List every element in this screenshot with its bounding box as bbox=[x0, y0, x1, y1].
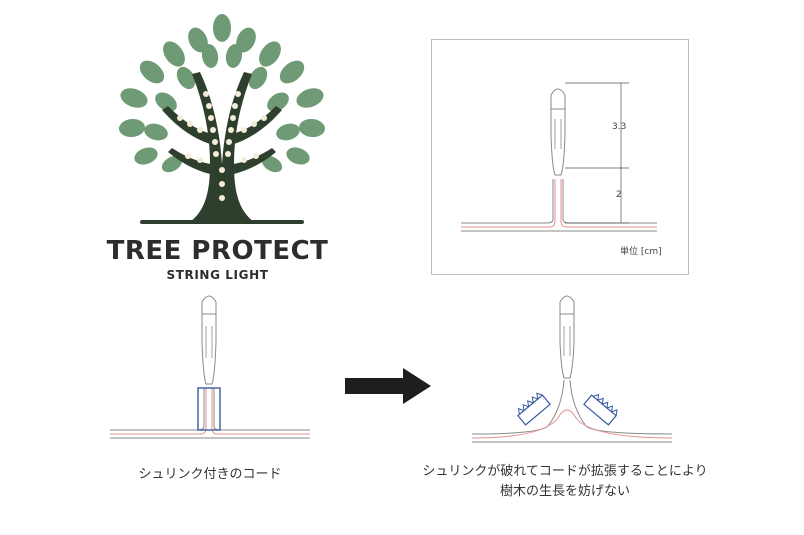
tree-protect-logo bbox=[119, 14, 325, 224]
dimension-bottom-label: 2 bbox=[616, 190, 622, 200]
dimension-lines bbox=[565, 82, 629, 224]
bulb-head bbox=[201, 295, 217, 315]
dimension-top-label: 3.3 bbox=[612, 122, 627, 132]
brand-title: TREE PROTECT bbox=[106, 236, 329, 266]
tree-trunk bbox=[140, 72, 304, 224]
tree-leaves bbox=[119, 14, 325, 173]
bulb-body bbox=[550, 108, 566, 176]
caption-line-2: 樹木の生長を妨げない bbox=[499, 484, 630, 499]
caption-broken-shrink: シュリンクが破れてコードが拡張することにより 樹木の生長を妨げない bbox=[395, 462, 735, 502]
torn-shrink-left bbox=[517, 392, 551, 426]
torn-shrink-right bbox=[583, 393, 618, 426]
arrow-right-icon bbox=[345, 368, 431, 404]
dimension-diagram-box bbox=[431, 39, 689, 275]
shrink-tube bbox=[197, 387, 221, 431]
bulb-body bbox=[559, 313, 575, 379]
bulb-head bbox=[559, 295, 575, 315]
dimension-diagram bbox=[461, 82, 657, 232]
brand-subtitle: STRING LIGHT bbox=[166, 268, 269, 282]
tree-bulbs bbox=[177, 91, 267, 201]
broken-shrink-diagram bbox=[471, 295, 673, 443]
bulb-head bbox=[550, 88, 566, 110]
caption-line-1: シュリンクが破れてコードが拡張することにより bbox=[422, 464, 708, 479]
unit-label: 単位 [cm] bbox=[620, 247, 662, 257]
bulb-body bbox=[201, 313, 217, 385]
shrink-cord-diagram bbox=[110, 295, 310, 439]
cord bbox=[471, 379, 673, 443]
caption-shrink-cord: シュリンク付きのコード bbox=[138, 467, 282, 482]
